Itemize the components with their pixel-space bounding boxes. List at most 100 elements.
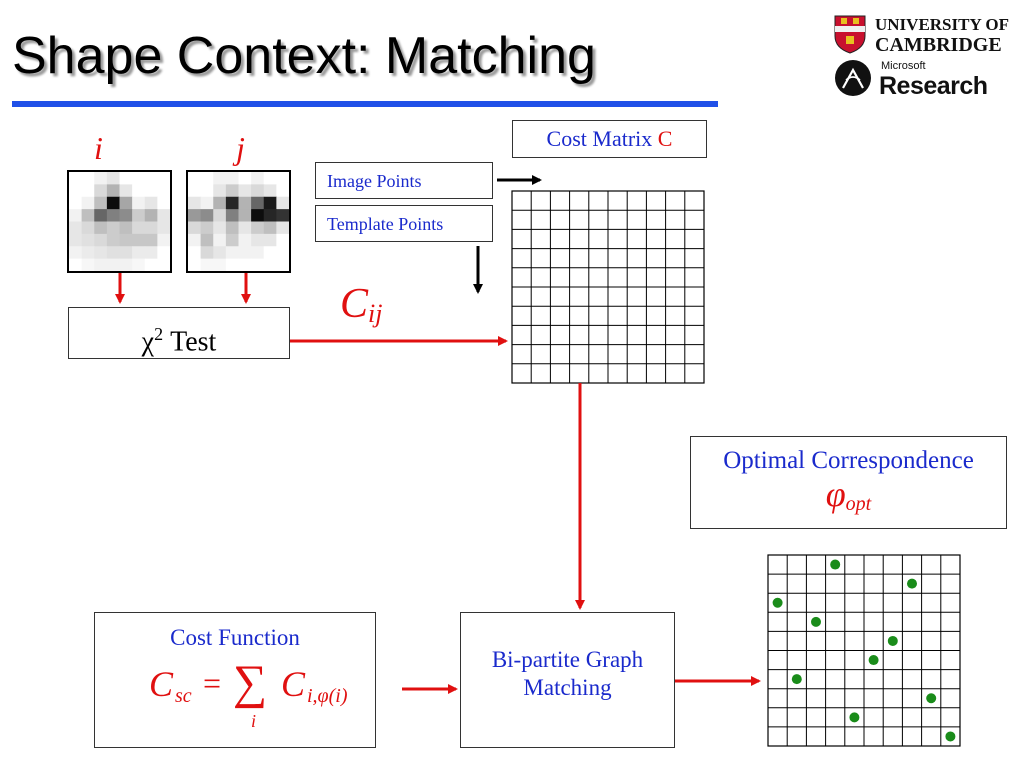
histogram-cell: [119, 184, 133, 198]
histogram-cell: [81, 246, 95, 260]
cambridge-logo: UNIVERSITY OF CAMBRIDGE: [833, 14, 1013, 56]
match-dot: [868, 655, 879, 666]
histogram-cell: [81, 196, 95, 210]
formula-rhs: C: [281, 664, 306, 704]
histogram-cell: [200, 172, 214, 185]
histogram-cell: [132, 184, 146, 198]
histogram-cell: [225, 196, 239, 210]
histogram-cell: [94, 196, 108, 210]
histogram-cell: [225, 221, 239, 235]
histogram-cell: [251, 184, 265, 198]
formula-sum-index: i: [251, 711, 257, 731]
histogram-cell: [144, 233, 158, 247]
histogram-cell: [263, 172, 277, 185]
histogram-cell: [263, 196, 277, 210]
histogram-cell: [263, 184, 277, 198]
cambridge-line1: UNIVERSITY OF: [875, 15, 1009, 34]
histogram-cell: [213, 209, 227, 222]
histogram-cell: [225, 258, 239, 271]
histogram-cell: [157, 209, 170, 222]
histogram-cell: [238, 258, 252, 271]
bipartite-matching-box: Bi-partite Graph Matching: [460, 612, 675, 748]
histogram-cell: [238, 172, 252, 185]
histogram-cell: [69, 233, 83, 247]
match-dot: [887, 635, 898, 646]
histogram-cell: [200, 221, 214, 235]
histogram-cell: [106, 246, 120, 260]
microsoft-research-logo: Microsoft Research: [833, 58, 1013, 102]
cost-matrix-text: Cost Matrix: [546, 126, 658, 151]
correspondence-grid: [767, 554, 961, 747]
histogram-cell: [263, 221, 277, 235]
histogram-cell: [144, 209, 158, 222]
match-dot: [791, 674, 802, 685]
histogram-cell: [119, 246, 133, 260]
histogram-cell: [119, 209, 133, 222]
histogram-cell: [81, 233, 95, 247]
histogram-cell: [119, 258, 133, 271]
histogram-cell: [276, 196, 289, 210]
histogram-cell: [276, 233, 289, 247]
histogram-cell: [251, 221, 265, 235]
image-points-label: Image Points: [327, 171, 422, 191]
histogram-cell: [81, 221, 95, 235]
histogram-cell: [106, 184, 120, 198]
histogram-cell: [106, 258, 120, 271]
histogram-cell: [188, 196, 202, 210]
formula-lhs-sub: sc: [175, 685, 192, 707]
histogram-cell: [94, 172, 108, 185]
histogram-cell: [251, 209, 265, 222]
match-dot: [945, 731, 956, 742]
match-dot: [926, 693, 937, 704]
histogram-cell: [132, 196, 146, 210]
histogram-cell: [69, 209, 83, 222]
histogram-cell: [238, 184, 252, 198]
histogram-cell: [119, 221, 133, 235]
histogram-cell: [276, 184, 289, 198]
histogram-cell: [188, 246, 202, 260]
match-dot: [811, 616, 821, 627]
histogram-cell: [225, 233, 239, 247]
histogram-cell: [119, 172, 133, 185]
histogram-cell: [106, 172, 120, 185]
histogram-cell: [200, 246, 214, 260]
histogram-cell: [263, 258, 277, 271]
research-big-text: Research: [879, 72, 988, 100]
chi-exponent: 2: [154, 324, 164, 344]
match-dot: [830, 559, 841, 570]
histogram-cell: [263, 209, 277, 222]
histogram-cell: [144, 184, 158, 198]
histogram-cell: [251, 233, 265, 247]
histogram-cell: [69, 172, 83, 185]
cij-label: Cij: [340, 280, 382, 331]
phi-main: φ: [825, 474, 846, 514]
microsoft-research-emblem-icon: [835, 60, 871, 96]
histogram-cell: [213, 196, 227, 210]
histogram-cell: [238, 246, 252, 260]
cost-function-box: Cost Function C sc = ∑ i C i,φ(i): [94, 612, 376, 748]
slide-title: Shape Context: Matching: [12, 27, 596, 85]
cambridge-line2: CAMBRIDGE: [875, 34, 1002, 56]
histogram-cell: [200, 196, 214, 210]
histogram-cell: [94, 221, 108, 235]
histogram-cells: [69, 172, 170, 271]
histogram-cell: [157, 196, 170, 210]
histogram-cell: [213, 233, 227, 247]
cost-matrix-grid: [511, 190, 705, 384]
histogram-cell: [119, 233, 133, 247]
histogram-cells: [188, 172, 289, 271]
histogram-cell: [81, 209, 95, 222]
histogram-cell: [238, 233, 252, 247]
histogram-cell: [213, 258, 227, 271]
histogram-cell: [276, 209, 289, 222]
microsoft-small-text: Microsoft: [881, 60, 926, 72]
histogram-cell: [69, 246, 83, 260]
histogram-cell: [238, 221, 252, 235]
histogram-cell: [94, 209, 108, 222]
histogram-cell: [213, 221, 227, 235]
histogram-cell: [213, 246, 227, 260]
histogram-cell: [157, 258, 170, 271]
histogram-cell: [144, 246, 158, 260]
histogram-cell: [225, 172, 239, 185]
image-points-box: Image Points: [315, 162, 493, 199]
